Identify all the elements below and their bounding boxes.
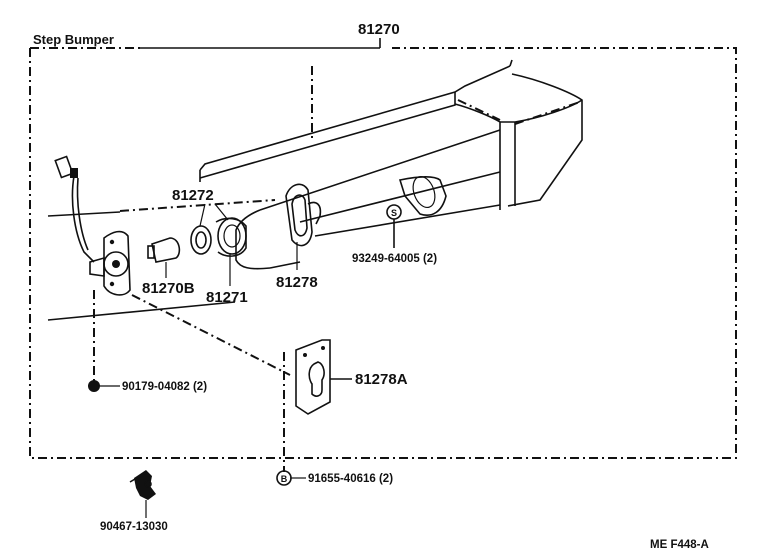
plate-81278a bbox=[295, 339, 352, 415]
label-81270b: 81270B bbox=[142, 280, 195, 297]
b-marker: B bbox=[281, 474, 288, 484]
label-90179: 90179-04082 (2) bbox=[122, 381, 207, 393]
label-90467: 90467-13030 bbox=[100, 521, 168, 533]
label-93249: 93249-64005 (2) bbox=[352, 253, 437, 265]
lens-81271 bbox=[215, 217, 247, 257]
label-91655: 91655-40616 (2) bbox=[308, 473, 393, 485]
leader-lines bbox=[93, 203, 306, 518]
s-marker: S bbox=[391, 208, 397, 218]
label-81278a: 81278A bbox=[355, 371, 408, 388]
clip-90467 bbox=[129, 470, 156, 500]
socket-harness bbox=[54, 155, 131, 296]
bumper-body bbox=[47, 59, 583, 321]
washer-81272 bbox=[190, 225, 212, 255]
label-81272: 81272 bbox=[172, 187, 214, 204]
drawing-code: ME F448-A bbox=[650, 539, 709, 551]
bolt-b-91655: B bbox=[276, 470, 292, 486]
label-81270: 81270 bbox=[358, 21, 400, 38]
bulb-81270b bbox=[147, 237, 181, 263]
label-81271: 81271 bbox=[206, 289, 248, 306]
assembly-frame bbox=[29, 38, 737, 459]
bolt-90179 bbox=[88, 380, 100, 392]
screw-s-93249: S bbox=[386, 204, 402, 248]
section-title: Step Bumper bbox=[33, 32, 114, 47]
label-81278: 81278 bbox=[276, 274, 318, 291]
